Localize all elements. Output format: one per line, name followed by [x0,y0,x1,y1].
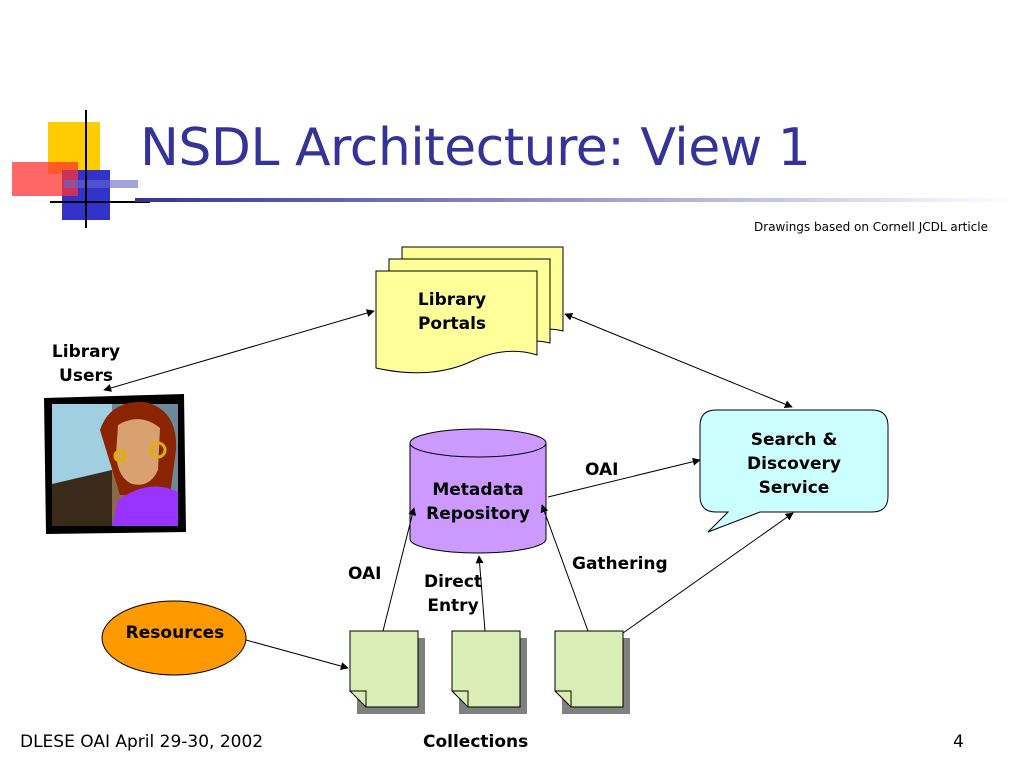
direct-entry-label: Direct Entry [423,572,483,616]
library-user-picture [44,394,186,534]
edge-repository-search [547,457,701,498]
resources-label: Resources [125,623,225,643]
metadata-repository-node [409,428,547,554]
edge-collection3-repository [540,504,589,632]
collection-doc-3 [554,630,630,714]
library-portals-node [375,246,564,374]
slide-logo [12,110,150,228]
page-number: 4 [953,732,964,752]
metadata-repository-label: Metadata Repository [426,480,530,524]
library-users-label: Library Users [51,342,121,386]
resources-node [101,600,247,676]
edge-portals-search [564,313,793,408]
edge-collection2-repository [475,555,486,632]
edge-resources-collection [245,639,349,670]
edge-collection3-search [622,512,794,634]
search-discovery-node [699,409,889,533]
gathering-label: Gathering [572,554,668,574]
collection-doc-1 [349,630,425,714]
oai-search-label: OAI [585,460,619,480]
edge-users-portals [103,309,375,392]
search-discovery-label: Search & Discovery Service [747,430,841,498]
title-underline [135,198,1015,202]
source-note: Drawings based on Cornell JCDL article [754,220,988,234]
oai-collection-label: OAI [348,564,382,584]
footer-collections: Collections [423,732,529,752]
edge-collection1-repository [382,507,417,632]
footer-left: DLESE OAI April 29-30, 2002 [20,732,264,752]
collection-doc-2 [451,630,527,714]
library-portals-label: Library Portals [417,290,487,334]
slide-title: NSDL Architecture: View 1 [140,118,811,178]
